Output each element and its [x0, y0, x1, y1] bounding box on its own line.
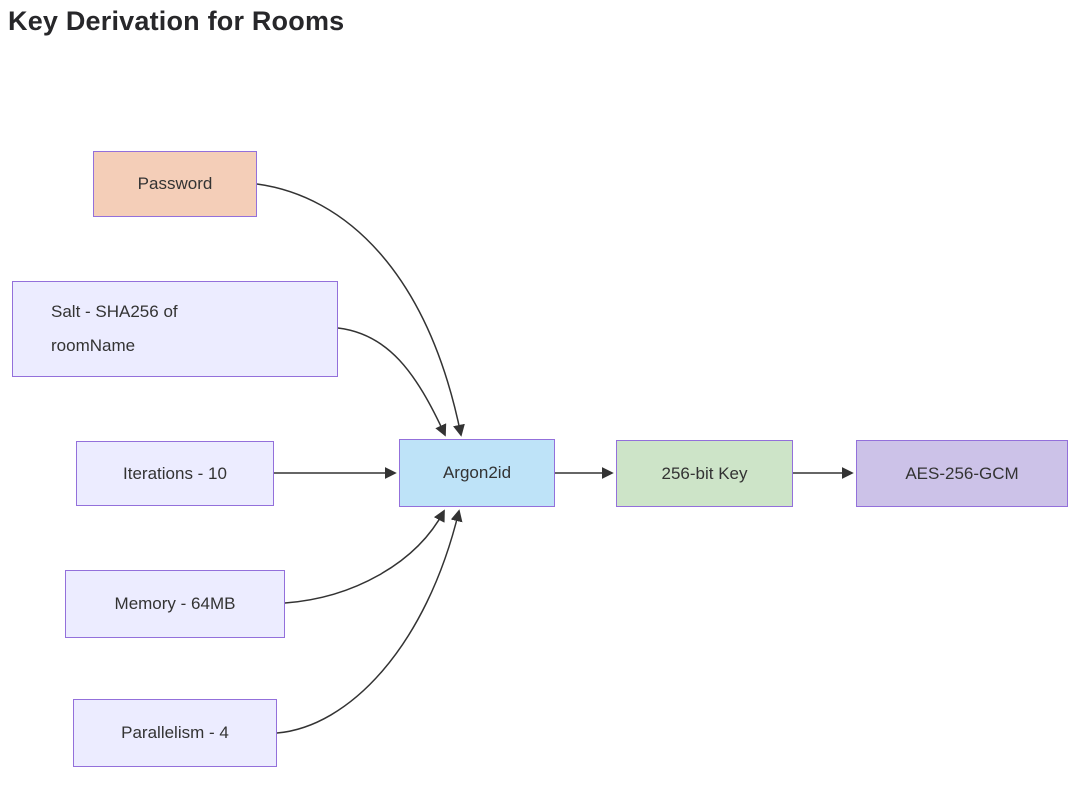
node-parallelism-label: Parallelism - 4 — [121, 723, 229, 742]
node-salt-label: Salt - SHA256 of roomName — [51, 302, 178, 355]
node-memory: Memory - 64MB — [65, 570, 285, 638]
node-password-label: Password — [137, 174, 213, 193]
node-password: Password — [93, 151, 257, 217]
edge-parallelism-to-argon2id — [276, 509, 463, 734]
node-argon2id: Argon2id — [399, 439, 555, 507]
node-aes-256-gcm-label: AES-256-GCM — [905, 463, 1019, 483]
diagram-title: Key Derivation for Rooms — [8, 6, 345, 36]
node-iterations-label: Iterations - 10 — [123, 463, 227, 483]
edge-memory-to-argon2id — [284, 509, 445, 604]
edge-salt-to-argon2id — [337, 327, 447, 437]
node-aes-256-gcm: AES-256-GCM — [856, 440, 1068, 507]
node-256-bit-key: 256-bit Key — [616, 440, 793, 507]
node-256-bit-key-label: 256-bit Key — [661, 463, 748, 483]
node-argon2id-label: Argon2id — [442, 463, 512, 482]
node-salt: Salt - SHA256 of roomName — [12, 281, 338, 377]
node-parallelism: Parallelism - 4 — [73, 699, 277, 767]
node-memory-label: Memory - 64MB — [114, 594, 236, 613]
node-iterations: Iterations - 10 — [76, 441, 274, 506]
